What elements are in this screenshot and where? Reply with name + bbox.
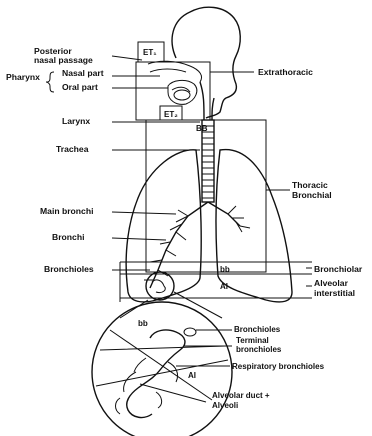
label-larynx: Larynx bbox=[62, 116, 90, 126]
label-alveolar: Alveolar bbox=[314, 278, 349, 288]
region-ai-band: AI bbox=[220, 282, 228, 291]
thoracic-region-box bbox=[146, 120, 266, 272]
inset-label-alveoli: Alveoli bbox=[212, 401, 238, 410]
label-main-bronchi: Main bronchi bbox=[40, 206, 93, 216]
inset-label-bronchioles: Bronchioles bbox=[234, 325, 281, 334]
region-et2: ET₂ bbox=[164, 110, 178, 119]
label-interstitial: interstitial bbox=[314, 288, 355, 298]
label-nasal-passage: nasal passage bbox=[34, 55, 93, 65]
label-nasal-part: Nasal part bbox=[62, 68, 104, 78]
label-trachea: Trachea bbox=[56, 144, 89, 154]
label-bronchi: Bronchi bbox=[52, 232, 84, 242]
region-et1: ET₁ bbox=[143, 48, 157, 57]
lungs-illustration bbox=[120, 150, 312, 302]
inset-label-terminal-bronchioles: bronchioles bbox=[236, 345, 282, 354]
inset-ai: AI bbox=[188, 371, 196, 380]
label-bronchial: Bronchial bbox=[292, 190, 332, 200]
label-thoracic: Thoracic bbox=[292, 180, 328, 190]
inset-label-alveolar-duct: Alveolar duct + bbox=[212, 391, 270, 400]
pharynx-bracket bbox=[46, 72, 54, 92]
inset-bb: bb bbox=[138, 319, 148, 328]
inset-label-respiratory: Respiratory bronchioles bbox=[232, 362, 325, 371]
label-bronchioles: Bronchioles bbox=[44, 264, 94, 274]
label-pharynx: Pharynx bbox=[6, 72, 40, 82]
region-bb-top: BB bbox=[196, 124, 208, 133]
head-illustration bbox=[136, 7, 240, 120]
label-bronchiolar: Bronchiolar bbox=[314, 264, 363, 274]
region-bb-band: bb bbox=[220, 265, 230, 274]
inset-label-terminal: Terminal bbox=[236, 336, 269, 345]
label-extrathoracic: Extrathoracic bbox=[258, 67, 313, 77]
alveolar-inset bbox=[92, 292, 232, 436]
label-oral-part: Oral part bbox=[62, 82, 98, 92]
